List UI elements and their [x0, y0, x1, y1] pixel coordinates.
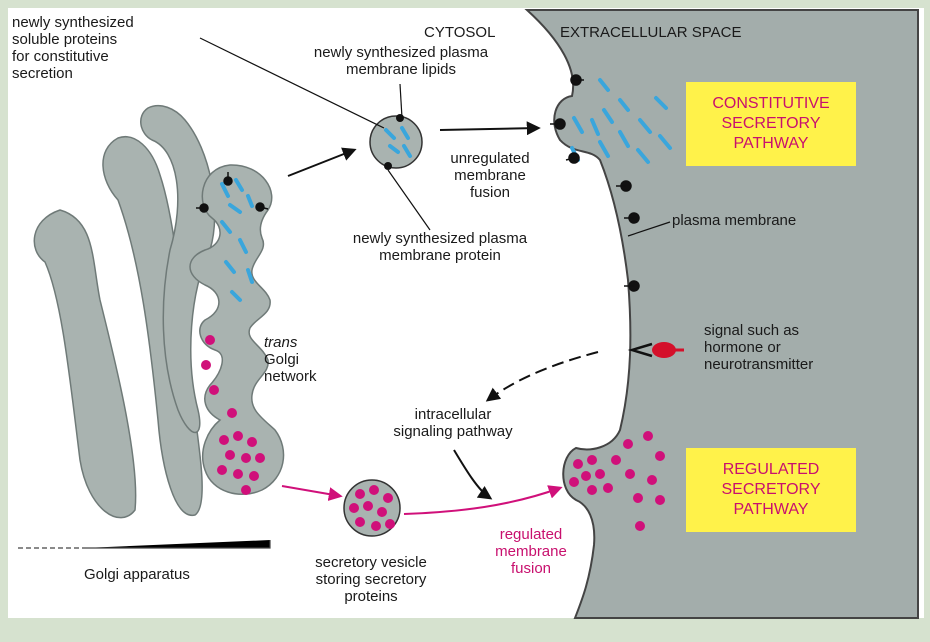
label-regulated-fusion: regulated membrane fusion: [476, 526, 586, 577]
label-plasma-membrane: plasma membrane: [672, 212, 796, 229]
secretory-storage-vesicle: [344, 480, 400, 536]
label-cytosol: CYTOSOL: [424, 24, 495, 41]
label-unregulated-fusion: unregulated membrane fusion: [436, 150, 544, 201]
label-trans: trans: [264, 334, 297, 351]
constitutive-vesicle: [370, 114, 422, 170]
label-plasma-lipids: newly synthesized plasma membrane lipids: [306, 44, 496, 78]
label-golgi-apparatus: Golgi apparatus: [84, 566, 190, 583]
label-extracellular: EXTRACELLULAR SPACE: [560, 24, 741, 41]
label-soluble-proteins: newly synthesized soluble proteins for c…: [12, 14, 134, 82]
label-signal: signal such as hormone or neurotransmitt…: [704, 322, 813, 373]
regulated-pathway-box: REGULATED SECRETORY PATHWAY: [686, 448, 856, 532]
constitutive-pathway-box: CONSTITUTIVE SECRETORY PATHWAY: [686, 82, 856, 166]
label-intracellular: intracellular signaling pathway: [356, 406, 550, 440]
label-secretory-vesicle: secretory vesicle storing secretory prot…: [296, 554, 446, 605]
label-plasma-protein: newly synthesized plasma membrane protei…: [320, 230, 560, 264]
label-golgi-network: Golgi network: [264, 351, 317, 385]
